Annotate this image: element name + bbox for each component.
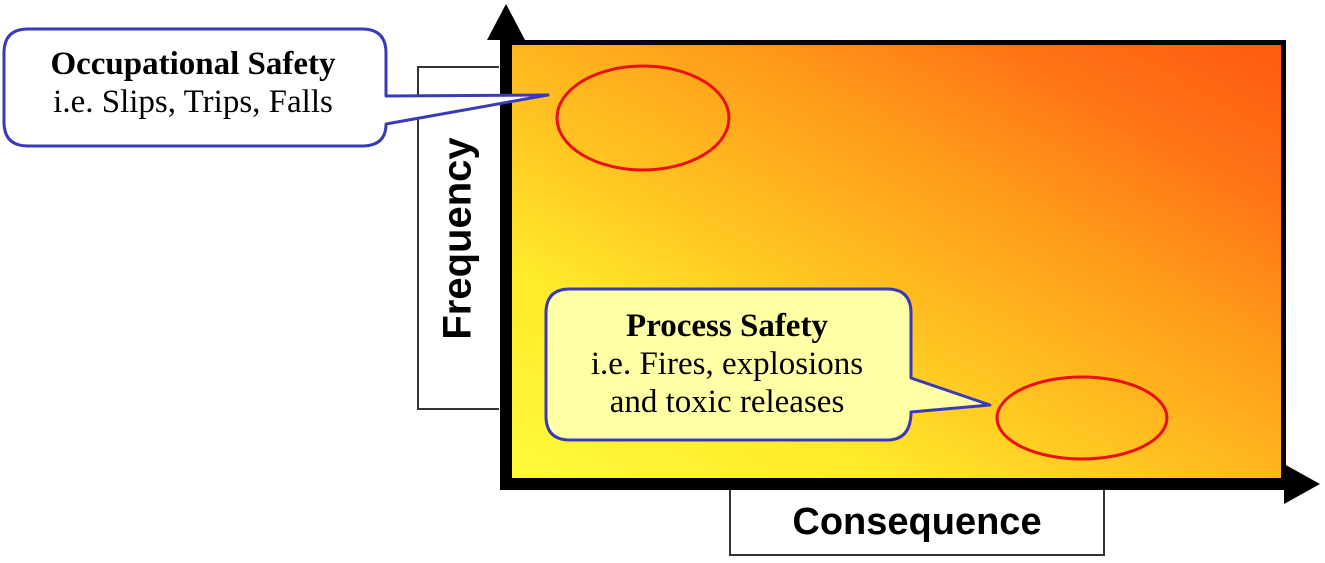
x-axis-label: Consequence — [792, 500, 1042, 543]
process-callout-line2: and toxic releases — [609, 383, 845, 420]
occupational-callout-text: Occupational Safety i.e. Slips, Trips, F… — [8, 46, 378, 122]
y-axis-arrowhead — [487, 4, 525, 40]
occupational-callout-title: Occupational Safety — [50, 46, 336, 82]
y-axis-line — [500, 28, 512, 490]
process-callout-text: Process Safety i.e. Fires, explosions an… — [548, 308, 906, 422]
x-axis-arrowhead — [1284, 464, 1320, 504]
x-axis-line — [500, 478, 1292, 490]
process-callout-line1: i.e. Fires, explosions — [590, 345, 864, 382]
y-axis-label-wrapper: Frequency — [417, 66, 499, 410]
y-axis-label: Frequency — [435, 136, 480, 340]
x-axis-label-frame: Consequence — [729, 490, 1105, 556]
occupational-callout-subtitle: i.e. Slips, Trips, Falls — [53, 83, 333, 120]
process-callout-title: Process Safety — [626, 308, 828, 344]
